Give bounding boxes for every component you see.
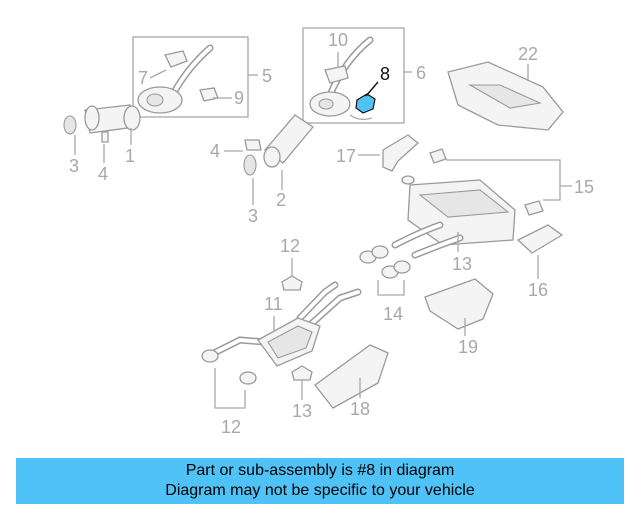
label-8: 8	[380, 64, 390, 84]
label-7: 7	[138, 68, 148, 88]
label-4-left: 4	[98, 164, 108, 184]
hanger-17-bottom	[524, 200, 544, 216]
label-5: 5	[262, 66, 272, 86]
label-3-center: 3	[248, 206, 258, 226]
leader-8	[365, 81, 379, 97]
heat-shield-20	[314, 344, 389, 409]
heat-shield-21	[424, 278, 494, 330]
label-21: 19	[458, 337, 478, 357]
label-11: 11	[264, 294, 283, 314]
rear-muffler-15	[391, 175, 516, 259]
label-6: 6	[416, 63, 426, 83]
catalytic-converter-left	[63, 104, 141, 143]
label-3-left: 3	[69, 156, 79, 176]
tail-pipe-18	[516, 224, 564, 254]
label-15: 13	[452, 254, 472, 274]
label-14: 12	[280, 236, 300, 256]
bracket-19	[382, 134, 420, 172]
label-18: 16	[528, 280, 548, 300]
hanger-13	[291, 365, 313, 381]
hanger-17-top	[429, 148, 447, 164]
leader-12	[214, 368, 246, 409]
leader-16	[377, 280, 405, 296]
label-2: 2	[276, 190, 286, 210]
label-13: 13	[292, 401, 312, 421]
info-banner: Part or sub-assembly is #8 in diagram Di…	[16, 458, 624, 504]
part-8-highlight[interactable]	[355, 93, 376, 114]
heat-shield-22	[447, 61, 564, 131]
banner-line-1: Part or sub-assembly is #8 in diagram	[185, 462, 455, 479]
hanger-14	[281, 275, 303, 291]
leader-17	[446, 159, 572, 201]
label-12: 12	[221, 417, 241, 437]
clamps-16	[359, 245, 411, 279]
leader-7	[149, 69, 167, 79]
label-19: 17	[336, 146, 356, 166]
label-17: 15	[574, 177, 594, 197]
label-22: 22	[518, 44, 538, 64]
label-4-center: 4	[210, 141, 220, 161]
label-16: 14	[383, 304, 403, 324]
exhaust-system-diagram: 5 7 9 10 6 8 3 4 1 4 3 2	[63, 27, 594, 437]
group-box-5	[132, 36, 258, 118]
banner-line-2: Diagram may not be specific to your vehi…	[165, 482, 475, 499]
catalytic-converter-center	[243, 114, 314, 176]
middle-muffler-11	[201, 281, 362, 385]
label-9: 9	[234, 88, 244, 108]
label-20: 18	[350, 399, 370, 419]
label-10: 10	[328, 30, 348, 50]
label-1: 1	[125, 146, 135, 166]
